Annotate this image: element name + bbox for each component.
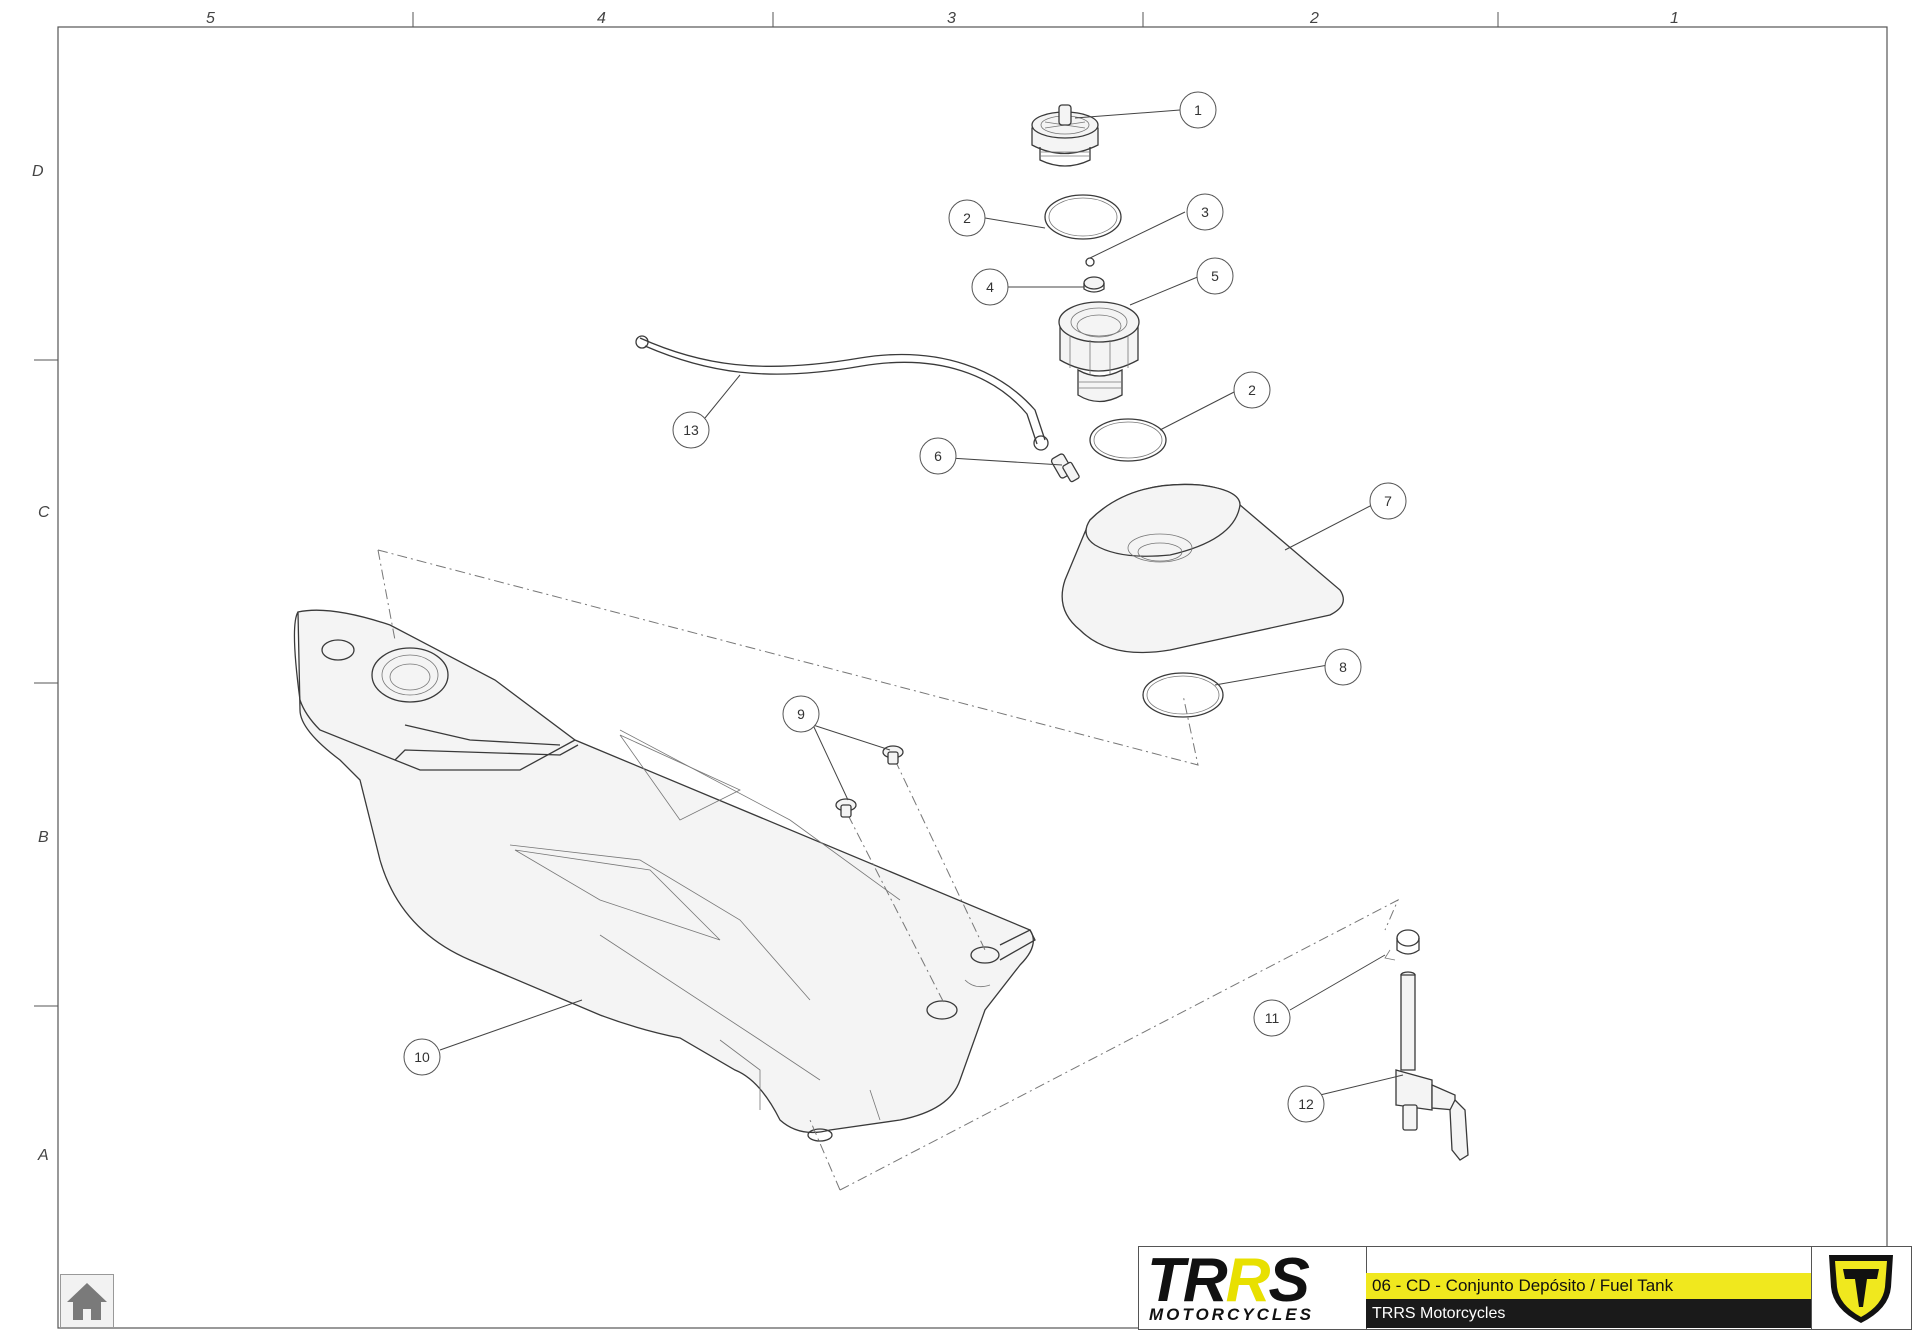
callout-5: 5 <box>1196 257 1234 295</box>
drawing-title: 06 - CD - Conjunto Depósito / Fuel Tank <box>1366 1273 1811 1299</box>
home-icon <box>67 1283 107 1320</box>
brand-wordmark: TRRS <box>1147 1246 1310 1315</box>
part-screws <box>835 745 904 818</box>
grid-rows: D C B A <box>32 163 58 1164</box>
svg-text:4: 4 <box>986 279 994 295</box>
part-valve <box>1083 276 1105 293</box>
title-info: 06 - CD - Conjunto Depósito / Fuel Tank … <box>1366 1247 1812 1329</box>
assembly-lines <box>377 549 1400 1191</box>
callout-bubbles: 1 2 3 4 5 2 6 7 8 9 10 11 12 13 <box>403 91 1407 1123</box>
part-breather-hose <box>635 335 1049 451</box>
grid-col-label: 3 <box>947 10 956 27</box>
part-o-ring-lower <box>1089 418 1167 462</box>
callout-7: 7 <box>1369 482 1407 520</box>
grid-row-label: D <box>32 163 44 180</box>
brand-tagline: MOTORCYCLES <box>1149 1305 1314 1324</box>
part-tank-seal-ring <box>1142 672 1224 718</box>
callout-13: 13 <box>672 411 710 449</box>
svg-text:13: 13 <box>683 422 699 438</box>
callout-10: 10 <box>403 1038 441 1076</box>
svg-text:2: 2 <box>1248 382 1256 398</box>
part-ball <box>1085 257 1095 267</box>
company-name: TRRS Motorcycles <box>1366 1299 1811 1328</box>
svg-text:5: 5 <box>1211 268 1219 284</box>
grid-col-label: 2 <box>1309 10 1319 27</box>
callout-1: 1 <box>1179 91 1217 129</box>
svg-text:3: 3 <box>1201 204 1209 220</box>
grid-col-label: 1 <box>1670 10 1679 27</box>
svg-text:7: 7 <box>1384 493 1392 509</box>
part-clamp <box>1384 929 1420 961</box>
svg-text:1: 1 <box>1194 102 1202 118</box>
callout-6: 6 <box>919 437 957 475</box>
callout-3: 3 <box>1186 193 1224 231</box>
part-fuel-tap <box>1395 971 1469 1161</box>
svg-text:9: 9 <box>797 706 805 722</box>
brand-logo: TRRS MOTORCYCLES <box>1139 1246 1367 1329</box>
trrs-shield-logo <box>1811 1247 1911 1329</box>
grid-col-label: 4 <box>597 10 606 27</box>
svg-text:11: 11 <box>1265 1010 1280 1026</box>
callout-4: 4 <box>971 268 1009 306</box>
grid-row-label: C <box>38 504 50 521</box>
sheet-frame <box>57 26 1888 1329</box>
home-button[interactable] <box>60 1274 114 1328</box>
part-filler-cover <box>1061 483 1344 654</box>
part-fuel-tank <box>293 609 1036 1142</box>
part-o-ring-upper <box>1044 194 1122 240</box>
part-filler-neck <box>1058 301 1140 403</box>
grid-col-label: 5 <box>206 10 215 27</box>
svg-text:12: 12 <box>1298 1096 1314 1112</box>
grid-columns: 5 4 3 2 1 <box>206 10 1679 27</box>
callout-12: 12 <box>1287 1085 1325 1123</box>
svg-text:10: 10 <box>414 1049 430 1065</box>
svg-text:8: 8 <box>1339 659 1347 675</box>
callout-9: 9 <box>782 695 820 733</box>
svg-text:2: 2 <box>963 210 971 226</box>
callout-2: 2 <box>948 199 986 237</box>
grid-row-label: B <box>38 829 49 846</box>
title-block: TRRS MOTORCYCLES 06 - CD - Conjunto Depó… <box>1138 1246 1912 1330</box>
leader-lines <box>439 109 1404 1096</box>
part-fuel-cap <box>1031 104 1099 167</box>
shield-icon <box>1829 1255 1893 1323</box>
svg-text:6: 6 <box>934 448 942 464</box>
callout-8: 8 <box>1324 648 1362 686</box>
callout-11: 11 <box>1253 999 1291 1037</box>
grid-row-label: A <box>37 1147 49 1164</box>
part-vent-fitting <box>1050 453 1080 483</box>
callout-2b: 2 <box>1233 371 1271 409</box>
